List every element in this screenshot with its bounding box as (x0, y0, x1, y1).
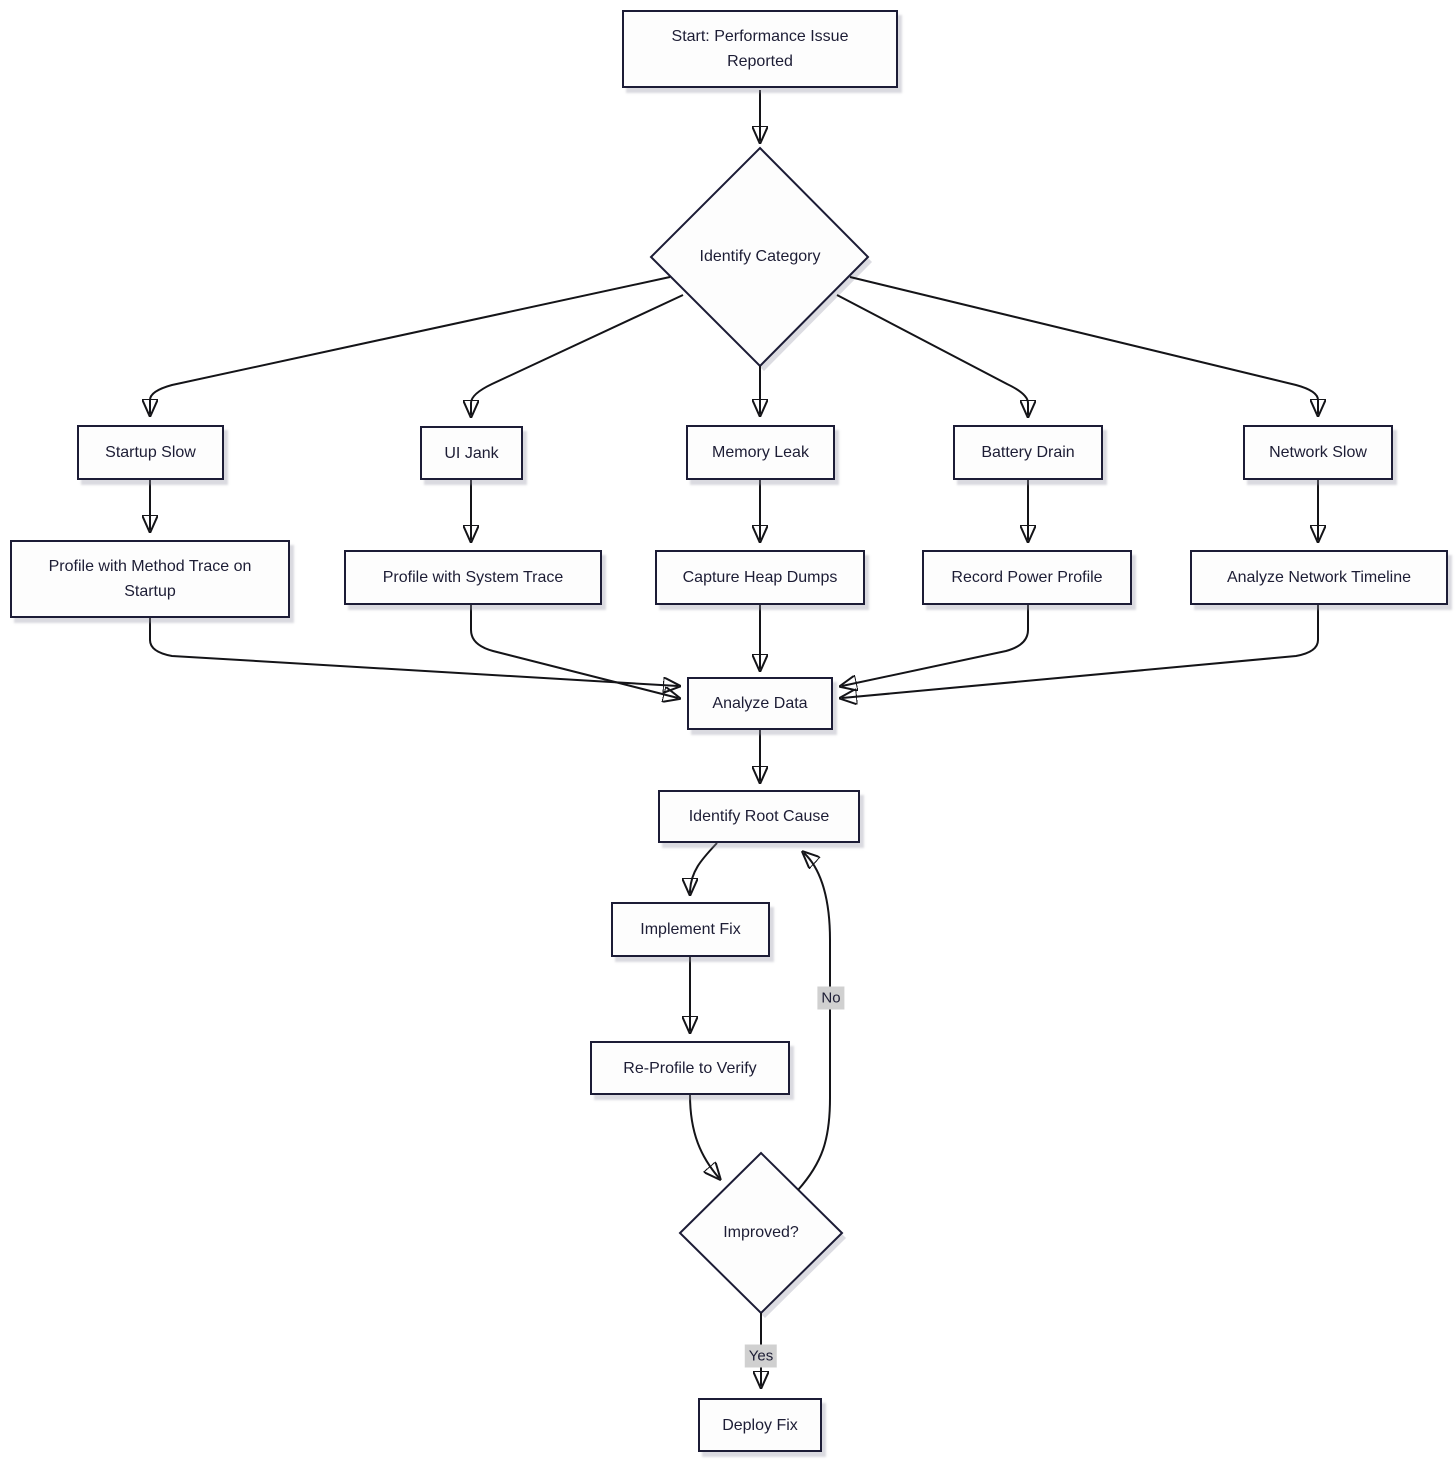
edge-category-network-slow (849, 276, 1318, 414)
edge-label-yes: Yes (744, 1344, 778, 1368)
edge-network-timeline-analyze-data (842, 605, 1319, 698)
node-profile-system-trace-label: Profile with System Trace (382, 569, 564, 586)
edge-power-profile-analyze-data (842, 605, 1029, 686)
node-memory-leak: Memory Leak (686, 425, 835, 480)
node-profile-system-trace: Profile with System Trace (344, 550, 602, 605)
node-ui-jank-label: UI Jank (444, 444, 499, 462)
node-network-slow-label: Network Slow (1269, 444, 1367, 461)
edge-root-cause-implement-fix (690, 842, 718, 893)
node-startup-slow-label: Startup Slow (105, 444, 196, 461)
node-improved-label: Improved? (723, 1224, 799, 1241)
node-record-power-profile-label: Record Power Profile (951, 569, 1103, 586)
node-profile-method-trace: Profile with Method Trace on Startup (10, 540, 290, 618)
node-re-profile-label: Re-Profile to Verify (623, 1059, 757, 1077)
node-implement-fix-label: Implement Fix (640, 921, 741, 938)
node-identify-category-label: Identify Category (699, 248, 821, 265)
node-deploy-fix: Deploy Fix (698, 1398, 822, 1452)
node-start: Start: Performance Issue Reported (622, 10, 898, 88)
edge-profile-system-analyze-data (470, 605, 678, 698)
node-analyze-data: Analyze Data (687, 677, 833, 730)
node-network-slow: Network Slow (1243, 425, 1393, 480)
edge-re-profile-improved (689, 1094, 719, 1178)
node-ui-jank: UI Jank (420, 426, 523, 480)
node-identify-root-cause-label: Identify Root Cause (688, 808, 830, 825)
node-analyze-network-timeline: Analyze Network Timeline (1190, 550, 1448, 605)
node-identify-root-cause: Identify Root Cause (658, 790, 860, 843)
edge-improved-no-root-cause (797, 853, 831, 1191)
node-re-profile: Re-Profile to Verify (590, 1041, 790, 1095)
node-battery-drain-label: Battery Drain (981, 444, 1075, 461)
node-analyze-network-timeline-label: Analyze Network Timeline (1226, 569, 1412, 586)
edge-profile-method-analyze-data (149, 618, 678, 686)
node-implement-fix: Implement Fix (611, 902, 770, 957)
edge-category-ui-jank (471, 294, 684, 415)
node-profile-method-trace-label: Profile with Method Trace on Startup (48, 558, 252, 600)
node-memory-leak-label: Memory Leak (712, 444, 809, 461)
edge-category-battery-drain (836, 294, 1028, 415)
edge-category-startup-slow (150, 276, 671, 414)
node-capture-heap-dumps-label: Capture Heap Dumps (682, 569, 838, 586)
node-capture-heap-dumps: Capture Heap Dumps (655, 550, 865, 605)
node-record-power-profile: Record Power Profile (922, 550, 1132, 605)
node-analyze-data-label: Analyze Data (712, 695, 808, 712)
node-deploy-fix-label: Deploy Fix (722, 1416, 798, 1434)
edge-label-no: No (817, 986, 845, 1010)
node-battery-drain: Battery Drain (953, 425, 1103, 480)
node-startup-slow: Startup Slow (77, 425, 224, 480)
node-start-label: Start: Performance Issue Reported (671, 28, 849, 70)
